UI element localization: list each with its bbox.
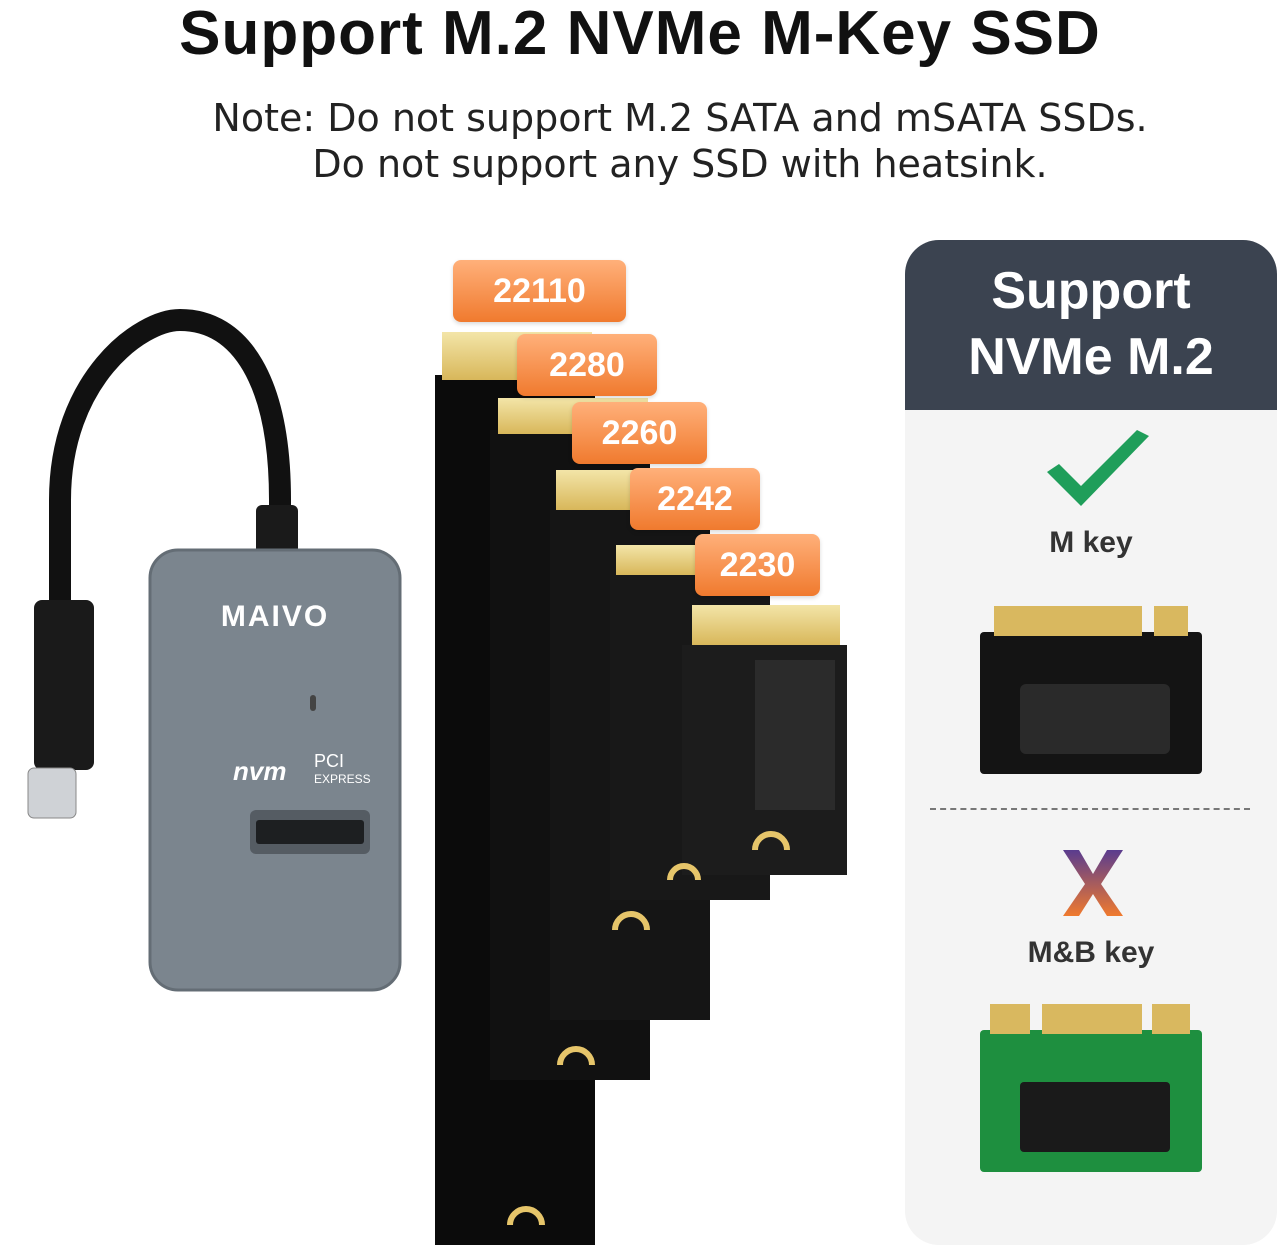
panel-divider bbox=[930, 808, 1250, 810]
note-line-1: Note: Do not support M.2 SATA and mSATA … bbox=[212, 96, 1148, 140]
panel-title-line-2: NVMe M.2 bbox=[968, 328, 1214, 386]
x-icon bbox=[1063, 850, 1123, 916]
ssd-size-tag-2280: 2280 bbox=[517, 334, 657, 396]
pci-express-logo: PCI EXPRESS bbox=[314, 751, 371, 786]
nvm-express-logo: nvm bbox=[233, 756, 287, 786]
enclosure-brand-logo: MAIVO bbox=[220, 600, 330, 633]
m-key-ssd-image bbox=[980, 606, 1202, 774]
panel-header: Support NVMe M.2 bbox=[905, 240, 1277, 410]
m-key-label: M key bbox=[1049, 526, 1133, 559]
compatibility-note: Note: Do not support M.2 SATA and mSATA … bbox=[0, 95, 1280, 187]
mb-key-ssd-image bbox=[980, 1004, 1202, 1172]
ssd-enclosure-image bbox=[0, 300, 420, 1000]
page-title: Support M.2 NVMe M-Key SSD bbox=[179, 0, 1101, 68]
mb-key-label: M&B key bbox=[1027, 936, 1155, 969]
note-line-2: Do not support any SSD with heatsink. bbox=[312, 142, 1048, 186]
check-icon bbox=[1047, 430, 1149, 506]
ssd-size-tag-2260: 2260 bbox=[572, 402, 707, 464]
ssd-size-tag-2230: 2230 bbox=[695, 534, 820, 596]
compatibility-panel: Support NVMe M.2 M key M&B key bbox=[905, 240, 1277, 1245]
ssd-size-tag-2242: 2242 bbox=[630, 468, 760, 530]
ssd-size-tag-22110: 22110 bbox=[453, 260, 626, 322]
panel-title-line-1: Support bbox=[991, 262, 1191, 320]
